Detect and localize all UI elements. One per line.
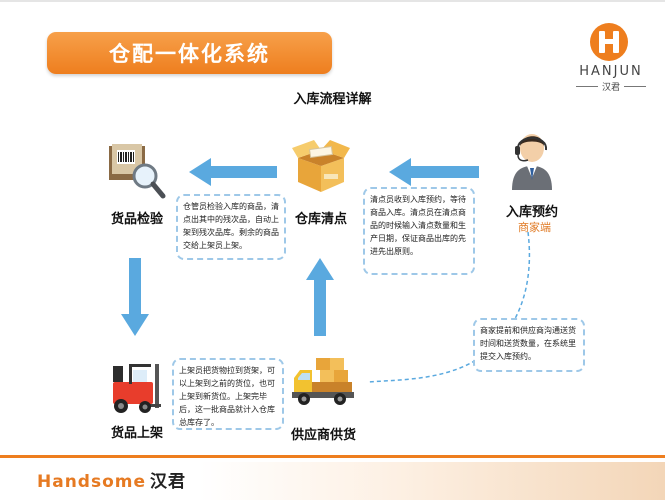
footer-bar xyxy=(0,462,665,500)
footer-brand-cn: 汉君 xyxy=(150,472,187,492)
note-inspect: 仓管员检验入库的商品，清点出其中的残次品，自动上架到残次品库。剩余的商品交给上架… xyxy=(176,194,286,260)
logo-text-cn: 汉君 xyxy=(601,83,620,93)
arrow-inspect-to-shelve xyxy=(121,258,149,336)
hanjun-logo-icon xyxy=(590,23,628,61)
banner-title: 仓配一体化系统 xyxy=(109,42,270,66)
delivery-truck-icon xyxy=(292,358,354,405)
arrow-supply-to-count xyxy=(306,258,334,336)
title-banner: 仓配一体化系统 xyxy=(47,32,332,74)
top-rule xyxy=(0,0,665,2)
logo-cn-row: 汉君 xyxy=(566,80,656,93)
node-reserve-sub: 商家端 xyxy=(518,221,551,234)
note-shelve: 上架员把货物拉到货架，可以上架到之前的货位，也可上架到新货位。上架完毕后，这一批… xyxy=(172,358,284,430)
open-box-icon xyxy=(292,140,350,192)
dashed-connector-reserve-to-supply xyxy=(367,231,531,383)
logo-text-en: HANJUN xyxy=(579,64,643,79)
logo-line-left xyxy=(575,86,598,87)
barcode-magnifier-icon xyxy=(109,144,166,199)
company-logo: HANJUN 汉君 xyxy=(566,22,656,93)
logo-line-right xyxy=(624,86,646,87)
note-count: 清点员收到入库预约，等待商品入库。清点员在清点商品的时候输入清点数量和生产日期，… xyxy=(363,187,475,275)
node-inspect-label: 货品检验 xyxy=(111,212,164,227)
node-count-label: 仓库清点 xyxy=(295,212,348,227)
footer-brand-en: Handsome xyxy=(37,472,147,492)
node-supply-label: 供应商供货 xyxy=(291,428,357,443)
footer-strip xyxy=(0,455,665,458)
note-reserve: 商家提前和供应商沟通送货时间和送货数量，在系统里提交入库预约。 xyxy=(473,318,585,372)
node-reserve-label: 入库预约 xyxy=(506,205,559,220)
arrow-count-to-inspect xyxy=(189,158,277,186)
headset-operator-icon xyxy=(512,134,552,190)
arrow-reserve-to-count xyxy=(389,158,479,186)
page-subtitle: 入库流程详解 xyxy=(293,92,372,107)
node-shelve-label: 货品上架 xyxy=(111,426,164,441)
forklift-icon xyxy=(113,364,161,413)
